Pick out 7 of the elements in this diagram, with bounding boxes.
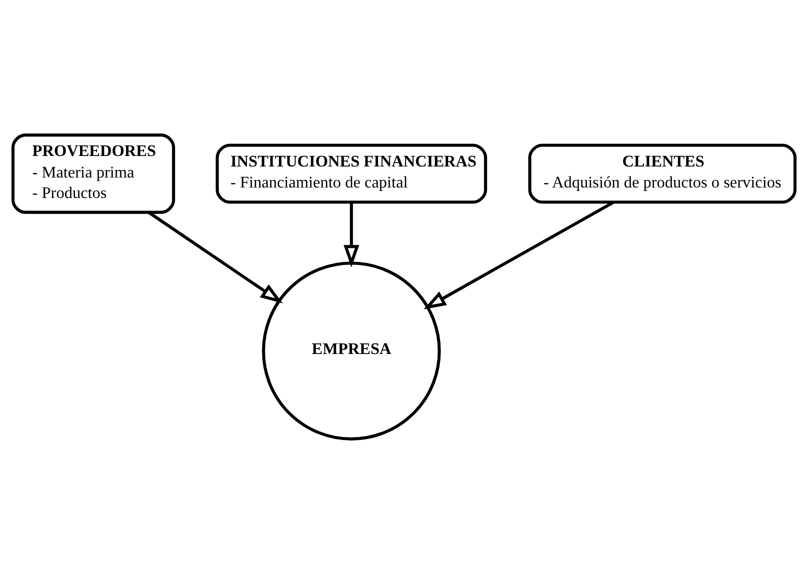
arrow (344, 202, 360, 268)
node-circle: EMPRESA (262, 262, 441, 440)
node-box: CLIENTES - Adquisión de productos o servicios (528, 144, 797, 204)
arrow (424, 200, 614, 310)
arrow (148, 211, 283, 304)
node-box: PROVEEDORES - Materia prima - Productos (11, 134, 176, 214)
node-box: INSTITUCIONES FINANCIERAS - Financiamiento de capital (216, 144, 488, 204)
